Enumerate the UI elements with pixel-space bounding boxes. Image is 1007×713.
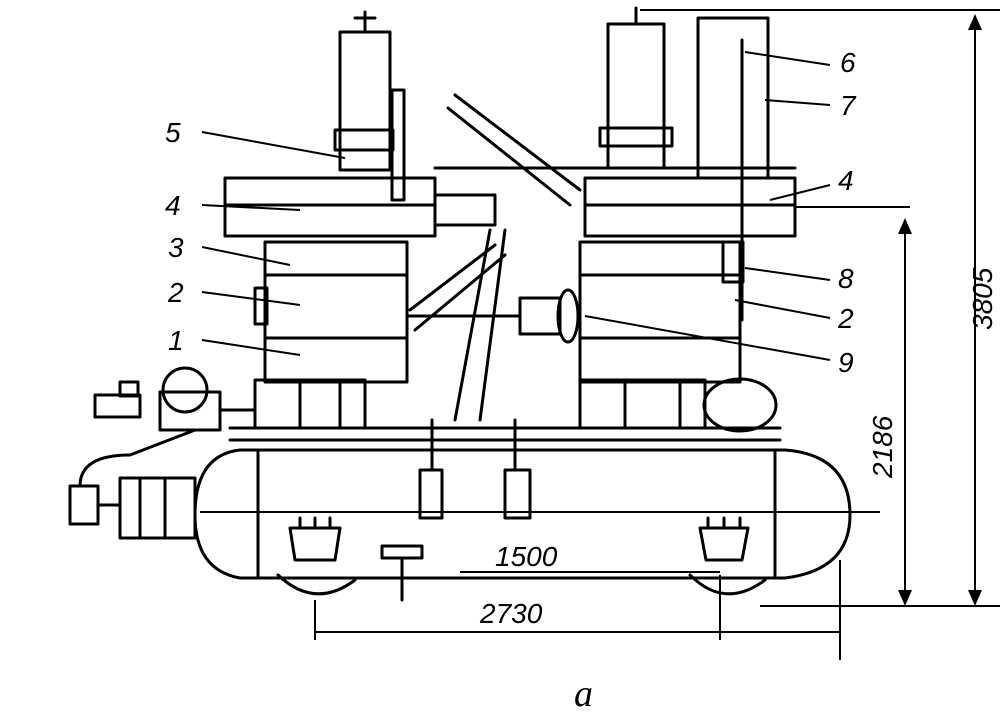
label-1: 1 (168, 325, 184, 356)
left-motor (93, 366, 257, 432)
left-column (333, 10, 406, 202)
dimension-3805 (640, 9, 1000, 606)
right-support (688, 516, 767, 596)
dimension-2186 (760, 206, 1000, 607)
leader-lines (201, 51, 831, 361)
label-4-right: 4 (838, 165, 854, 196)
dim-text-1500: 1500 (495, 541, 558, 572)
right-column-7 (696, 16, 770, 322)
dim-text-3805: 3805 (967, 267, 998, 330)
lower-valves (418, 418, 532, 520)
label-5: 5 (165, 117, 181, 148)
label-3: 3 (168, 232, 184, 263)
right-column-6 (598, 6, 674, 170)
left-manifold (223, 176, 497, 238)
label-2-right: 2 (837, 303, 854, 334)
left-cylinder-block (253, 240, 409, 384)
label-2-left: 2 (167, 277, 184, 308)
label-6: 6 (840, 47, 856, 78)
label-9: 9 (838, 347, 854, 378)
frame-platform (228, 378, 782, 442)
dimension-2730 (314, 560, 841, 660)
left-end-fittings (68, 428, 197, 540)
label-4-left: 4 (165, 190, 181, 221)
dim-text-2730: 2730 (479, 598, 543, 629)
right-cylinder-block (578, 240, 745, 384)
diagonal-piping (408, 93, 582, 422)
receiver-tank (193, 448, 880, 580)
figure-caption: a (574, 673, 593, 713)
flywheel (405, 288, 580, 344)
drain-valve (380, 544, 424, 602)
dim-text-2186: 2186 (867, 415, 898, 479)
right-receiver-ball (702, 377, 778, 433)
left-support (276, 516, 357, 596)
label-7: 7 (840, 90, 857, 121)
label-8: 8 (838, 263, 854, 294)
